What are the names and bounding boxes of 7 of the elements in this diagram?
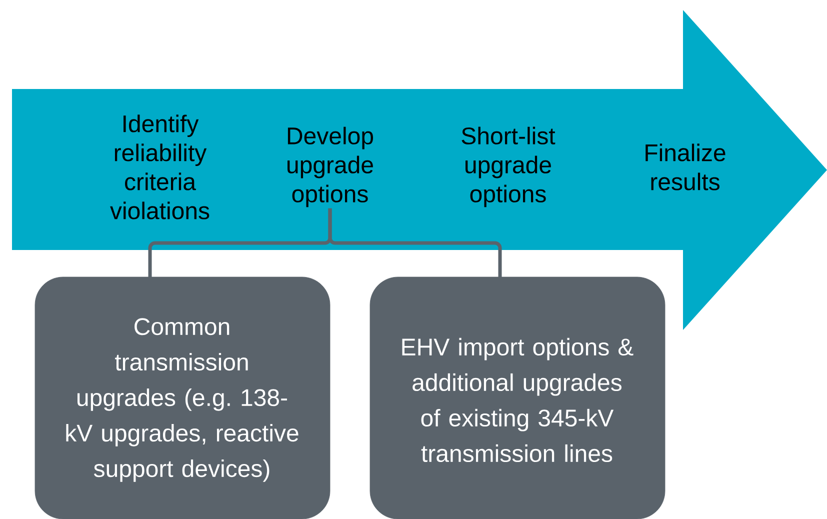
text-box: EHV import options & additional upgrades of existing 345-kV transmission lines xyxy=(370,276,666,519)
step-label: Develop upgrade options xyxy=(288,126,373,208)
step-label: Finalize results xyxy=(646,144,726,190)
step-label: Identify reliability criteria violations xyxy=(110,114,210,220)
bracket-line xyxy=(328,208,502,277)
text-box: Common transmission upgrades (e.g. 138-kV upgrades, reactive support devices) xyxy=(34,276,330,519)
step-label: Short-list upgrade options xyxy=(462,126,556,208)
